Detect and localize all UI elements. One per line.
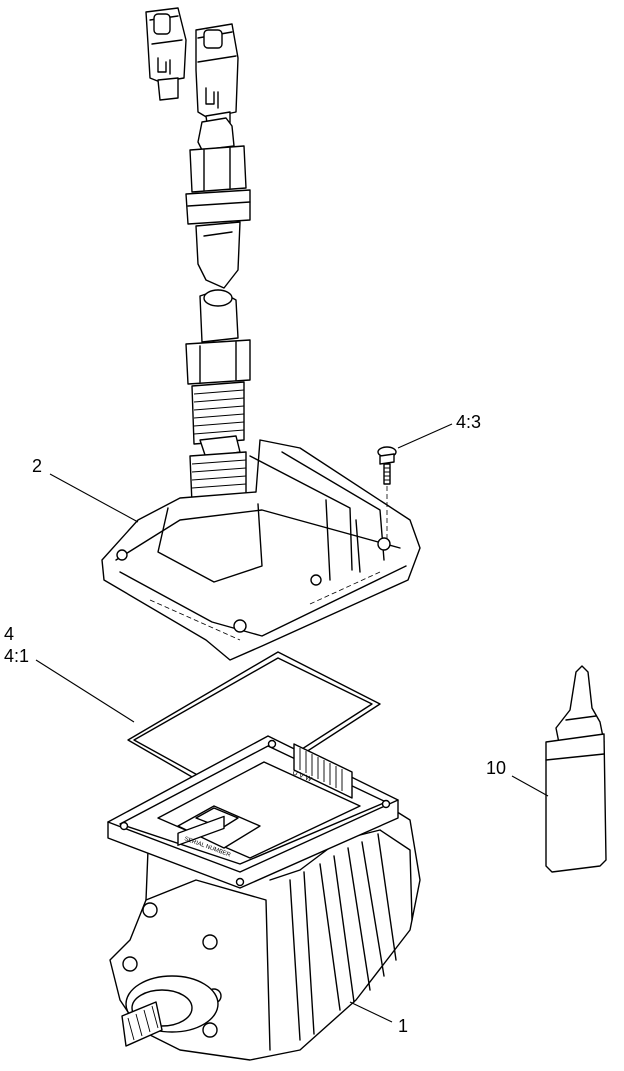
cover-screw: [377, 446, 397, 540]
callout-2: 2: [32, 456, 42, 476]
connector-plug-left: [145, 7, 187, 101]
drive-board-plate: U V W SERIAL NUMBER: [107, 735, 399, 889]
callout-4-1: 4:1: [4, 646, 29, 666]
callout-4: 4: [4, 624, 14, 644]
callout-1: 1: [398, 1016, 408, 1036]
sensor-lower: [183, 289, 255, 527]
callout-4-3: 4:3: [456, 412, 481, 432]
leader-line-2: [49, 473, 139, 523]
callout-10: 10: [486, 758, 506, 778]
leader-line-4-3: [397, 423, 453, 449]
control-cover: [101, 439, 421, 661]
leader-line-1: [349, 1001, 393, 1023]
sealant-bottle: [545, 665, 607, 873]
connector-plug-right: [195, 23, 239, 131]
leader-line-10: [511, 775, 549, 797]
sensor-upper: [185, 117, 251, 289]
leader-line-4-1: [35, 659, 135, 723]
